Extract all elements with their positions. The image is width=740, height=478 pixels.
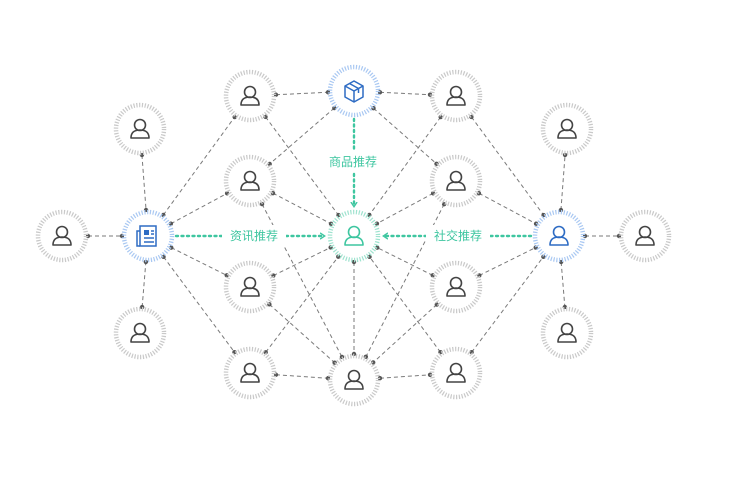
user-icon [240, 362, 260, 383]
edge-news-hub-to-mid-lower-left-user [169, 245, 229, 278]
user-icon [52, 225, 72, 246]
user-icon [240, 276, 260, 297]
node-mid-upper-right-user [429, 154, 483, 208]
node-far-left-user [35, 209, 89, 263]
edge-bottom-right-user-to-center-user [367, 254, 443, 355]
edge-news-hub-to-mid-upper-left-user [168, 191, 230, 226]
edge-center-user-to-bottom-center-user [351, 259, 357, 357]
edge-top-left-user-to-product-hub [273, 90, 331, 97]
node-product-hub [327, 64, 381, 118]
edge-mid-upper-right-user-to-center-user [374, 191, 436, 226]
user-icon [549, 225, 569, 246]
graph-nodes [35, 64, 672, 407]
edge-social-hub-to-lower-right-user [558, 259, 568, 310]
edge-bottom-center-user-to-bottom-right-user [377, 372, 433, 381]
edge-bottom-left-user-to-center-user [263, 254, 341, 355]
edge-top-right-user-to-social-hub [469, 114, 546, 218]
edge-product-hub-to-top-right-user [377, 90, 433, 97]
node-upper-left-user [113, 102, 167, 156]
edge-upper-left-user-to-news-hub [139, 152, 149, 213]
connection-edges [85, 90, 622, 381]
node-far-right-user [618, 209, 672, 263]
edge-mid-lower-left-user-to-bottom-center-user [267, 302, 337, 365]
edge-social-hub-to-far-right-user [582, 233, 622, 239]
node-center-user [327, 209, 381, 263]
edge-far-left-user-to-news-hub [85, 233, 125, 239]
news-recommend-label: 资讯推荐 [230, 229, 278, 243]
user-icon [344, 225, 364, 246]
user-icon [130, 118, 150, 139]
node-top-right-user [429, 69, 483, 123]
user-icon [344, 369, 364, 390]
node-bottom-left-user [223, 346, 277, 400]
edge-news-hub-to-top-left-user [161, 114, 237, 218]
edge-mid-lower-left-user-to-center-user [271, 245, 333, 278]
user-icon [240, 170, 260, 191]
node-bottom-center-user [327, 353, 381, 407]
user-icon [557, 322, 577, 343]
node-lower-left-user [113, 306, 167, 360]
node-lower-right-user [540, 306, 594, 360]
user-icon [446, 362, 466, 383]
node-social-hub [532, 209, 586, 263]
node-news-hub [121, 209, 175, 263]
edge-bottom-right-user-to-social-hub [469, 254, 546, 355]
edge-news-hub-to-bottom-left-user [161, 254, 237, 355]
edge-lower-left-user-to-news-hub [139, 259, 149, 310]
product-recommend-label: 商品推荐 [329, 154, 377, 169]
node-mid-lower-right-user [429, 260, 483, 314]
edge-bottom-left-user-to-bottom-center-user [273, 372, 331, 381]
news-icon [136, 225, 157, 247]
user-icon [240, 85, 260, 106]
social-recommend-label: 社交推荐 [434, 228, 482, 243]
node-mid-lower-left-user [223, 260, 277, 314]
edge-social-hub-to-upper-right-user [558, 152, 568, 213]
edge-mid-lower-right-user-to-bottom-center-user [371, 302, 439, 365]
node-mid-upper-left-user [223, 154, 277, 208]
edge-mid-lower-right-user-to-social-hub [477, 245, 538, 278]
user-icon [446, 85, 466, 106]
user-icon [130, 322, 150, 343]
user-icon [557, 118, 577, 139]
user-icon [446, 276, 466, 297]
edge-mid-lower-right-user-to-center-user [375, 245, 435, 278]
user-icon [446, 170, 466, 191]
node-upper-right-user [540, 102, 594, 156]
node-top-left-user [223, 69, 277, 123]
node-bottom-right-user [429, 346, 483, 400]
box-icon [344, 80, 364, 103]
edge-mid-upper-right-user-to-social-hub [476, 191, 539, 226]
recommendation-labels: 商品推荐 资讯推荐 社交推荐 [222, 150, 490, 247]
user-icon [635, 225, 655, 246]
